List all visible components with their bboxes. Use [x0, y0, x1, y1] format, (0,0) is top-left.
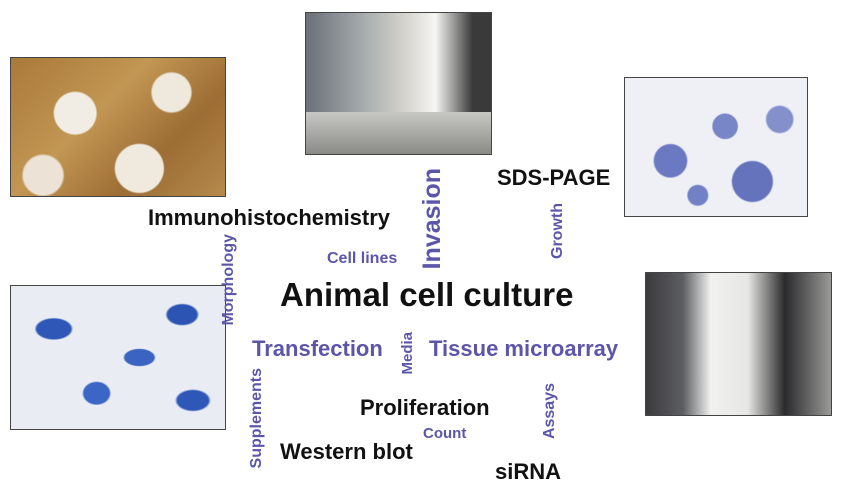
stained-cells-photo	[10, 285, 226, 430]
term-transfection: Transfection	[252, 336, 383, 361]
term-immunohistochemistry: Immunohistochemistry	[148, 205, 391, 230]
term-morphology: Morphology	[220, 234, 237, 326]
microscope-photo	[645, 272, 832, 416]
cell-colonies-photo	[624, 77, 808, 217]
term-supplements: Supplements	[248, 368, 265, 469]
term-growth: Growth	[549, 203, 566, 259]
term-sds-page: SDS-PAGE	[497, 165, 611, 190]
term-sirna: siRNA	[495, 459, 562, 484]
term-proliferation: Proliferation	[360, 395, 490, 420]
term-cell-lines: Cell lines	[327, 250, 398, 267]
term-assays: Assays	[541, 383, 558, 440]
term-tissue-microarray: Tissue microarray	[429, 336, 619, 361]
term-invasion: Invasion	[418, 168, 446, 270]
immunohistochemistry-photo	[10, 57, 226, 197]
main-title: Animal cell culture	[280, 276, 574, 313]
term-count: Count	[423, 425, 467, 442]
lab-hood-photo	[305, 12, 492, 155]
term-media: Media	[399, 332, 416, 375]
term-western-blot: Western blot	[280, 439, 413, 464]
